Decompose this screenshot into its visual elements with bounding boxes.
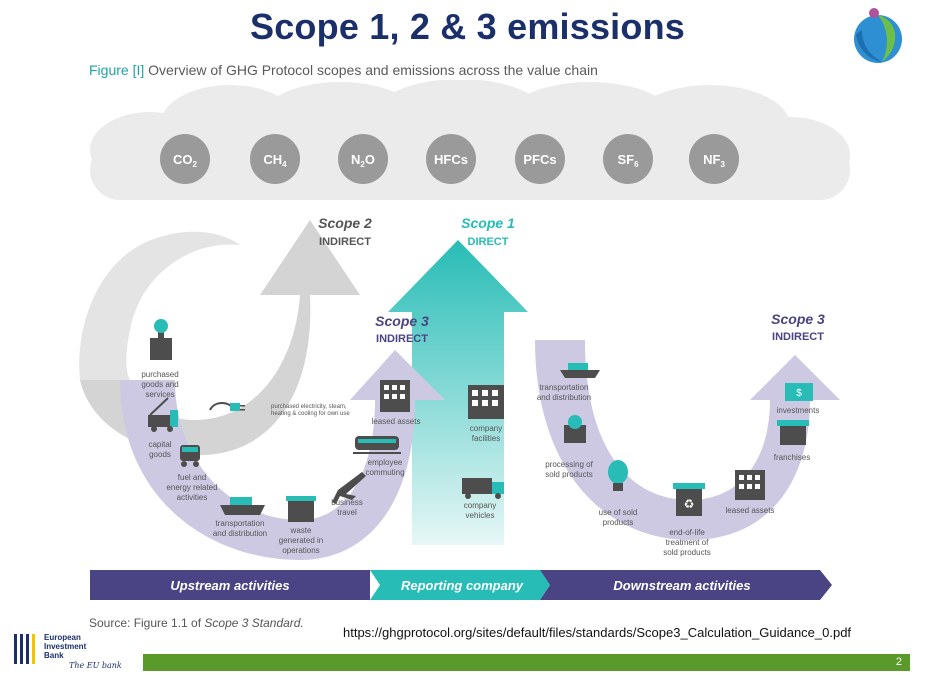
eib-name-line: Investment: [44, 642, 87, 651]
recycle-bin-icon: ♻: [673, 483, 705, 516]
figure-label: Figure [I]: [89, 62, 145, 78]
footer-bar: 2: [143, 654, 910, 671]
ship-icon: [220, 497, 265, 515]
eib-logo: European Investment Bank The EU bank: [12, 632, 122, 670]
gas-label: SF6: [617, 152, 639, 169]
scope2-item-label: purchased electricity, steam,heating & c…: [271, 404, 350, 417]
scope2-name: Scope 2: [318, 215, 372, 231]
gas-label: HFCs: [434, 152, 468, 167]
slide-title: Scope 1, 2 & 3 emissions: [250, 6, 685, 47]
truck-icon: [462, 478, 504, 499]
plug-icon: [209, 402, 245, 411]
leased-label: leased assets: [372, 417, 421, 426]
figure-caption: Figure [I] Overview of GHG Protocol scop…: [89, 62, 598, 78]
scope2-arrow: [79, 220, 360, 455]
upstream-band-label: Upstream activities: [170, 578, 289, 593]
crane-truck-icon: [148, 397, 178, 432]
gas-circle: [160, 134, 210, 184]
eib-name-line: European: [44, 633, 81, 642]
svg-text:♻: ♻: [684, 497, 695, 511]
eib-bars-icon: [14, 634, 35, 664]
gas-circle: [426, 134, 476, 184]
money-icon: $: [785, 383, 813, 401]
gas-circle: [603, 134, 653, 184]
gas-label: NF3: [703, 152, 725, 169]
gas-circles: CO2 CH4 N2O HFCs PFCs SF6 NF3: [160, 134, 739, 184]
franchises-label: franchises: [774, 453, 810, 462]
ghg-scopes-diagram: CO2 CH4 N2O HFCs PFCs SF6 NF3 Scope 2 INDIRECT…: [79, 80, 850, 600]
svg-text:$: $: [796, 388, 802, 399]
downstream-band-label: Downstream activities: [613, 578, 750, 593]
page-number: 2: [895, 656, 902, 668]
scope2-type: INDIRECT: [319, 236, 371, 248]
train-icon: [353, 436, 401, 454]
eib-ball-logo: [854, 8, 902, 63]
source-title: Scope 3 Standard.: [204, 616, 304, 630]
reference-url[interactable]: https://ghgprotocol.org/sites/default/fi…: [343, 625, 852, 640]
gas-label: PFCs: [523, 152, 556, 167]
activity-labels: purchased electricity, steam,heating & c…: [141, 370, 819, 557]
fuel-wagon-icon: [180, 445, 200, 467]
source-prefix: Source: Figure 1.1 of: [89, 616, 205, 630]
scope3-downstream-name: Scope 3: [771, 311, 825, 327]
gas-label: N2O: [351, 152, 375, 169]
gas-circle: [689, 134, 739, 184]
airplane-icon: [332, 472, 366, 504]
processing-factory-icon: [564, 415, 586, 443]
eib-name: European Investment Bank: [44, 633, 86, 660]
gas-circle: [338, 134, 388, 184]
company-building-icon: [468, 385, 504, 419]
light-bulb-icon: [608, 460, 628, 491]
factory-icon: [150, 319, 172, 360]
store-icon: [777, 420, 809, 445]
cloud-band: [90, 80, 850, 200]
leased-label: leased assets: [726, 506, 775, 515]
dumpster-icon: [286, 496, 316, 522]
reporting-band-label: Reporting company: [401, 578, 524, 593]
gas-label: CH4: [263, 152, 287, 169]
scope1-name: Scope 1: [461, 215, 515, 231]
eib-name-line: Bank: [44, 651, 64, 660]
ship-downstream-icon: [560, 363, 600, 378]
figure-title: Overview of GHG Protocol scopes and emis…: [144, 62, 598, 78]
gas-circle: [515, 134, 565, 184]
eib-tagline: The EU bank: [69, 661, 122, 670]
office-building-icon: [380, 380, 410, 412]
scope3-upstream-type: INDIRECT: [376, 333, 428, 345]
gas-circle: [250, 134, 300, 184]
scope1-arrow: [388, 240, 528, 545]
scope1-type: DIRECT: [468, 236, 509, 248]
activity-band: Upstream activities Reporting company Do…: [90, 570, 832, 600]
scope3-downstream-type: INDIRECT: [772, 331, 824, 343]
scope3-upstream-arrow: [120, 350, 445, 560]
source-note: Source: Figure 1.1 of Scope 3 Standard.: [89, 616, 304, 630]
investments-label: investments: [777, 406, 820, 415]
gas-label: CO2: [173, 152, 198, 169]
scope3-upstream-name: Scope 3: [375, 313, 429, 329]
leased-building-icon: [735, 470, 765, 500]
